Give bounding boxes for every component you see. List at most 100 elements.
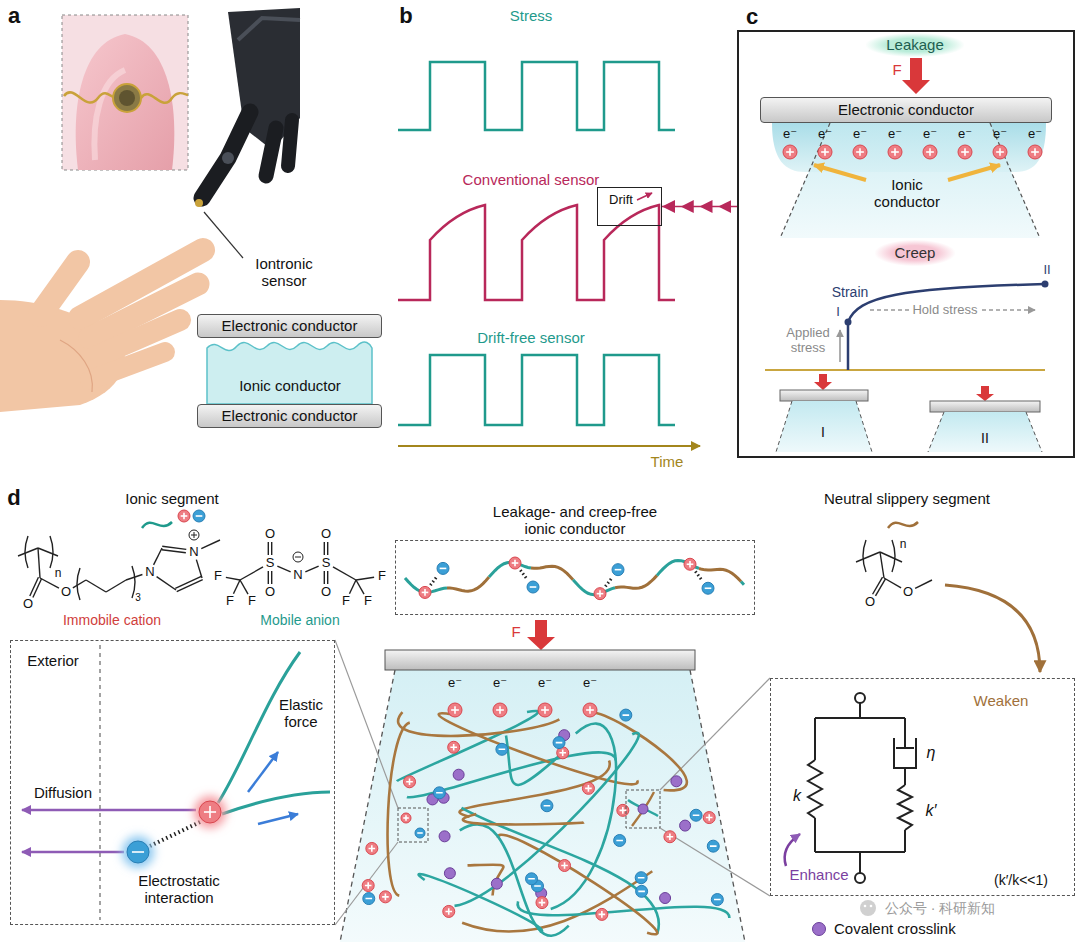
cation-charge [583,703,597,717]
annotation-label: II [1043,263,1050,278]
waveforms [398,205,675,300]
annotation-label: S [322,556,331,571]
segment-icons [888,522,918,528]
cation-charge [923,145,937,159]
inset-box: ExteriorDiffusionElastic forceElectrosta… [10,640,335,925]
cation-charge [684,558,696,570]
creep-badge: Creep [875,240,955,266]
cation-charge [582,782,594,794]
cation-charge [669,833,671,840]
creep-illustration [765,281,1049,453]
chemical-bonds [271,542,272,555]
anion-charge [415,828,425,838]
cation-charge [509,557,521,569]
annotation-label: Ionic conductor [867,176,947,211]
anion-charge [534,885,541,887]
node-label: k′ [926,802,937,820]
cation-charge [401,813,411,823]
electrode-box: Electronic conductor [197,404,382,428]
creep-illustration [839,330,841,362]
cation-charge [362,880,374,892]
cation-charge [371,845,373,852]
spring-dashpot-model [814,818,816,852]
chemical-structure [50,536,53,568]
anion-charge [623,714,630,716]
cation-charge [999,148,1001,156]
chemical-bonds [201,540,220,549]
anion-charge [620,709,632,721]
robot-hand [222,152,234,164]
inset-drawing [150,822,200,846]
annotation-label: e⁻ [958,127,972,142]
charges [448,703,462,717]
waveforms [637,193,652,200]
legend-label: Covalent crosslink [834,921,956,938]
anion-charge [616,840,623,842]
leakage-illustration [772,58,1046,238]
electrode-and-network [527,620,555,650]
annotation-label: e⁻ [538,676,552,691]
cation-charge [538,703,552,717]
cation-charge [958,145,972,159]
watermark: 公众号 · 科研新知 [885,900,995,916]
zoom-lines [660,678,770,790]
cation-charge [588,785,590,792]
cation-charge [664,831,676,843]
polymer-chain [447,577,489,591]
charges [493,703,507,717]
polymer-chain [699,568,741,581]
cation-charge [209,806,211,818]
cation-charge [559,860,571,872]
annotation-label: Strain [832,284,869,300]
annotation-label: e⁻ [853,127,867,142]
anion-charge [526,873,538,885]
node-label: Leakage [886,36,944,53]
cation-charge [362,880,374,892]
chemical-bonds [154,548,162,565]
chemical-bonds [38,548,58,556]
anion-charge [707,840,719,852]
cation-charge [183,513,185,520]
cation-charge [448,741,460,753]
chemical-structure [892,540,895,572]
annotation-label: O [265,585,275,600]
spring-dashpot-model [855,693,865,703]
node-label: Creep [895,244,936,261]
annotation-label: O [903,585,913,600]
leakage-illustration [948,165,1000,180]
finger-photo [113,84,141,112]
cation-charge [448,741,460,753]
cation-charge [199,801,221,823]
cation-charge [493,703,507,717]
crosslink-dot [453,769,464,780]
anion-charge [702,582,714,594]
spring-dashpot-model [898,785,912,830]
charges [538,703,552,717]
cation-charge [541,899,543,906]
chemical-bonds [196,560,202,578]
polymer-network [498,835,657,934]
chemical-bonds [271,571,272,584]
weaken-arrow [945,585,1040,672]
leakage-illustration [780,123,1040,238]
inset-drawing [258,814,298,824]
annotation-label: Iontronic sensor [245,255,323,290]
human-hand [90,352,165,380]
spring-dashpot-model [814,718,816,760]
anion-charge [635,872,647,884]
polymer-network [468,865,504,896]
annotation-label: e⁻ [1028,127,1042,142]
anion-charge [705,587,712,589]
anion-charge [556,742,563,744]
anion-charge [614,834,626,846]
annotation-label: N [145,565,154,580]
cation-charge [419,586,431,598]
zoom-lines [335,640,398,808]
anion-charge [615,569,622,571]
cation-charge [853,145,867,159]
polymer-chain [605,577,612,587]
chemical-structure [132,566,135,598]
zoom-region [398,808,428,842]
annotation-label: e⁻ [923,127,937,142]
